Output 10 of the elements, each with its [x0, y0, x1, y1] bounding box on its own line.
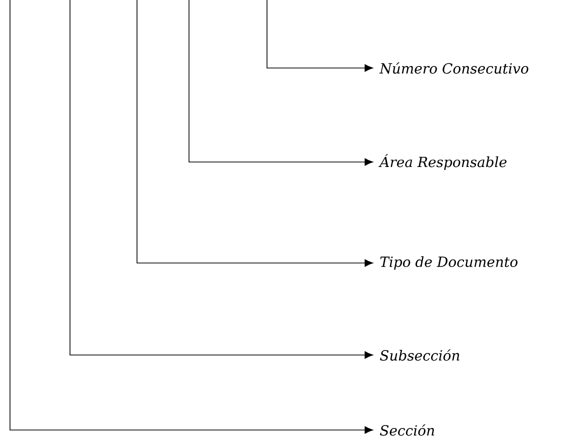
- arrow: [70, 0, 373, 359]
- arrow: [10, 0, 373, 434]
- arrow: [136, 0, 373, 267]
- label-text: Subsección: [380, 349, 460, 361]
- arrow: [188, 0, 373, 166]
- label-text: Área Responsable: [378, 154, 506, 170]
- label-text: Tipo de Documento: [380, 256, 518, 270]
- label-text: Número Consecutivo: [379, 62, 528, 74]
- label-text: Sección: [380, 424, 434, 436]
- arrow: [266, 0, 373, 72]
